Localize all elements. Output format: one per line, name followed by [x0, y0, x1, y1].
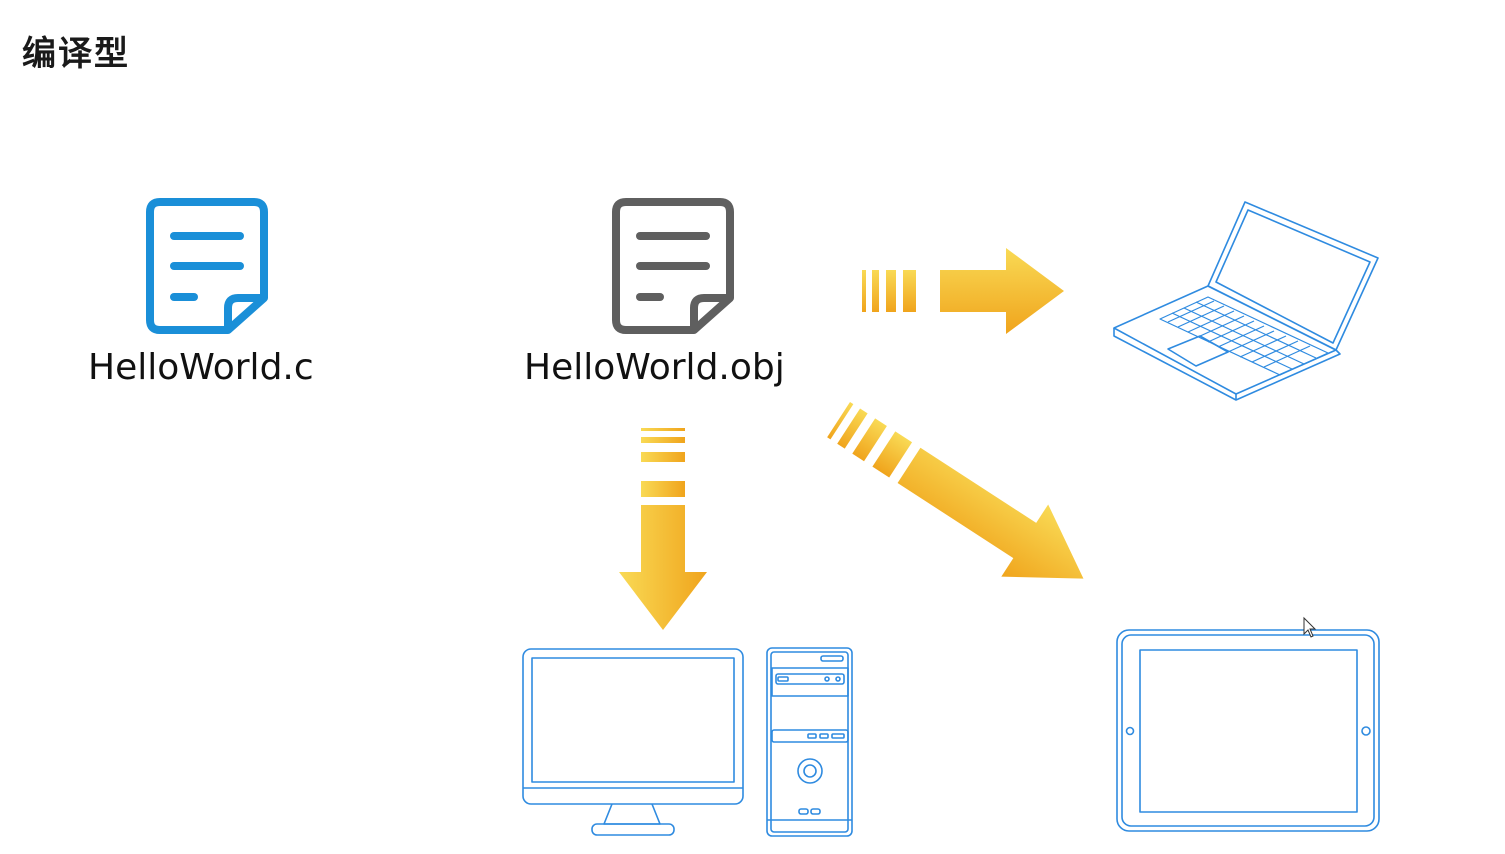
arrow-to-desktop [619, 428, 707, 630]
computer-tower-icon [766, 647, 853, 837]
desktop-computer-icon [522, 648, 744, 836]
source-file-label: HelloWorld.c [88, 347, 314, 388]
page-title: 编译型 [22, 34, 130, 74]
tablet-icon [1116, 629, 1380, 832]
object-file-icon [612, 198, 734, 334]
laptop-icon [1113, 201, 1379, 401]
mouse-cursor-icon [1303, 616, 1317, 638]
source-file-icon [146, 198, 268, 334]
arrow-to-tablet [827, 402, 1084, 579]
arrow-to-laptop [862, 248, 1064, 334]
object-file-label: HelloWorld.obj [524, 347, 785, 388]
